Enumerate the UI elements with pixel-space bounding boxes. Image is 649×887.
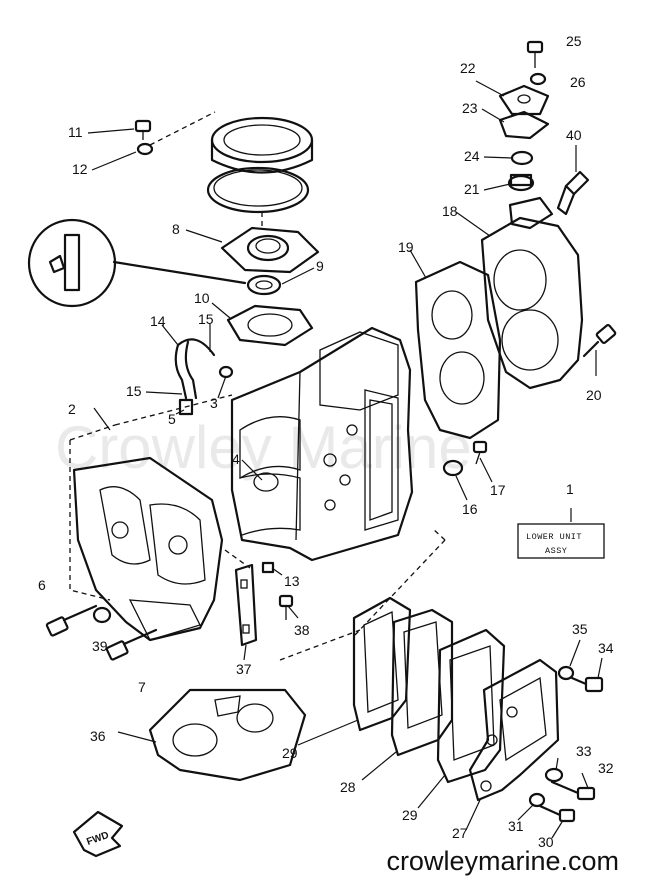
callout-35: 35: [572, 621, 588, 637]
callout-29a: 29: [282, 745, 298, 761]
callout-8: 8: [172, 221, 180, 237]
callout-11: 11: [68, 124, 83, 140]
callout-30: 30: [538, 834, 554, 850]
thermostat-21: [507, 173, 535, 192]
cylinder-head-18: [480, 196, 584, 390]
bolt-17: [472, 440, 488, 465]
hose-14: [174, 338, 216, 400]
top-seal-ring-assembly: [206, 116, 314, 214]
callout-10: 10: [194, 290, 210, 306]
plug-13: [261, 561, 275, 574]
callout-27: 27: [452, 825, 468, 841]
callout-6: 6: [38, 577, 46, 593]
washer-26: [529, 72, 547, 86]
callout-31: 31: [508, 818, 524, 834]
head-gasket-19: [414, 260, 502, 440]
exhaust-gasket-29b: [436, 628, 506, 784]
callout-13: 13: [284, 573, 300, 589]
callout-12: 12: [72, 161, 88, 177]
callout-18: 18: [442, 203, 458, 219]
footer-url: crowleymarine.com: [386, 846, 619, 876]
callout-29b: 29: [402, 807, 418, 823]
callout-labels: 1 2 3 4 5 6 7 8 9 10 11 12 13 14 15 15 1…: [38, 33, 614, 850]
base-gasket-36: [148, 688, 307, 782]
lower-unit-line1: LOWER UNIT: [526, 532, 582, 542]
bolt-6: [45, 604, 98, 637]
callout-3: 3: [210, 395, 218, 411]
bearing-housing-8: [220, 226, 320, 274]
callout-22: 22: [460, 60, 476, 76]
callout-9: 9: [316, 258, 324, 274]
callout-23: 23: [462, 100, 478, 116]
bolt-7: [105, 628, 158, 661]
plug-16: [442, 459, 464, 477]
callout-25: 25: [566, 33, 582, 49]
crankcase-2: [72, 456, 224, 642]
bolt-38: [278, 594, 294, 620]
exhaust-cover-27: [468, 658, 560, 802]
gasket-10: [226, 304, 314, 347]
washer-33: [544, 767, 564, 783]
bolt-32: [550, 780, 596, 801]
oil-seal-9: [246, 274, 282, 296]
callout-20: 20: [586, 387, 602, 403]
strip-37: [234, 563, 258, 647]
callout-5: 5: [168, 411, 176, 427]
leader-lines: [87, 80, 603, 839]
watermark-text: Crowley Marine: [55, 414, 472, 481]
callout-38b: 38: [294, 622, 310, 638]
callout-4: 4: [232, 451, 240, 467]
callout-16: 16: [462, 501, 478, 517]
callout-33: 33: [576, 743, 592, 759]
callout-39: 39: [92, 638, 108, 654]
bolt-30: [538, 804, 576, 823]
callout-32: 32: [598, 760, 614, 776]
callout-36: 36: [90, 728, 106, 744]
callout-24: 24: [464, 148, 480, 164]
callout-21: 21: [464, 181, 480, 197]
callout-15a: 15: [198, 311, 214, 327]
bolt-34: [570, 676, 604, 693]
callout-40: 40: [566, 127, 582, 143]
fwd-arrow: FWD: [72, 810, 124, 858]
callout-14: 14: [150, 313, 166, 329]
fitting-5: [178, 398, 194, 416]
plug-3: [218, 365, 234, 379]
inset-detail-circle: [27, 218, 247, 308]
washer-35: [557, 665, 575, 681]
washer-12: [136, 142, 154, 156]
callout-7: 7: [138, 679, 146, 695]
washer-39: [92, 606, 112, 624]
callout-34: 34: [598, 640, 614, 656]
thermostat-cover-22: [498, 84, 550, 116]
washer-31: [528, 792, 546, 808]
fwd-label: FWD: [85, 830, 110, 848]
callout-19: 19: [398, 239, 414, 255]
lower-unit-line2: ASSY: [545, 546, 567, 556]
callout-15b: 15: [126, 383, 142, 399]
sender-40: [556, 170, 590, 216]
callout-1: 1: [566, 481, 574, 497]
lower-unit-assy-box: LOWER UNIT ASSY: [517, 523, 605, 559]
bolt-20: [582, 323, 617, 358]
exhaust-gasket-29a: [352, 596, 412, 732]
cylinder-block-4: [230, 326, 414, 562]
bolt-25: [526, 40, 544, 68]
callout-37: 37: [236, 661, 252, 677]
seal-24: [510, 150, 534, 166]
exhaust-plate-28: [390, 608, 454, 757]
bolt-11: [134, 119, 152, 140]
callout-17: 17: [490, 482, 506, 498]
callout-28: 28: [340, 779, 356, 795]
callout-2: 2: [68, 401, 76, 417]
callout-26: 26: [570, 74, 586, 90]
gasket-23: [498, 110, 550, 140]
